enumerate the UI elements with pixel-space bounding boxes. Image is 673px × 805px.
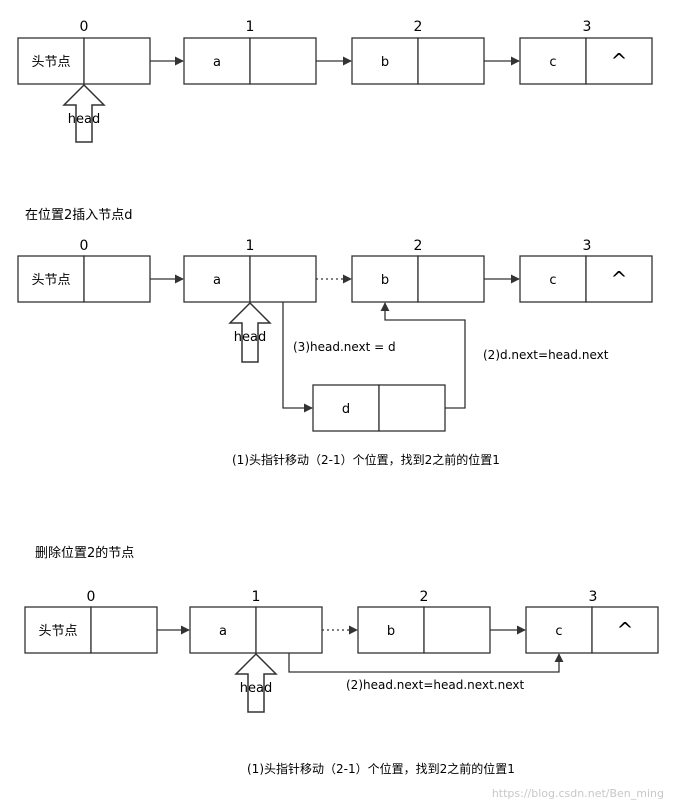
node-next-cell: [591, 606, 659, 654]
node-next-cell: [585, 37, 653, 85]
null-symbol: ^: [611, 49, 628, 73]
node-data-cell: [183, 37, 251, 85]
node-next-cell: [249, 37, 317, 85]
node-next-cell: [249, 255, 317, 303]
step-2-annotation: (2)d.next=head.next: [483, 348, 609, 362]
node-c: c ^: [519, 255, 653, 303]
head-pointer-arrow-icon: [234, 652, 278, 713]
section-title: 在位置2插入节点d: [25, 208, 133, 223]
link-a-to-d-arrow: [282, 302, 313, 413]
node-next-cell: [417, 255, 485, 303]
index-label-0: 0: [80, 19, 89, 35]
node-label: a: [213, 55, 221, 70]
node-label: b: [381, 55, 389, 70]
node-a: a: [189, 606, 323, 654]
node-label: a: [219, 624, 227, 639]
watermark: https://blog.csdn.net/Ben_ming: [492, 787, 664, 800]
node-next-cell: [378, 384, 446, 432]
index-label-2: 2: [420, 589, 429, 605]
node-a: a: [183, 37, 317, 85]
node-next-cell: [255, 606, 323, 654]
index-label-0: 0: [80, 238, 89, 254]
node-next-cell: [417, 37, 485, 85]
node-next-cell: [423, 606, 491, 654]
node-next-cell: [83, 255, 151, 303]
node-d: d: [312, 384, 446, 432]
step-1-annotation: (1)头指针移动（2-1）个位置，找到2之前的位置1: [247, 761, 515, 776]
node-label: 头节点: [31, 273, 70, 288]
index-label-3: 3: [583, 238, 592, 254]
node-data-cell: [189, 606, 257, 654]
node-c: c ^: [519, 37, 653, 85]
node-label: d: [342, 402, 350, 417]
node-head: 头节点: [24, 606, 158, 654]
node-label: b: [387, 624, 395, 639]
index-label-3: 3: [589, 589, 598, 605]
node-data-cell: [312, 384, 380, 432]
index-label-0: 0: [87, 589, 96, 605]
head-pointer-label: head: [240, 681, 272, 696]
node-label: a: [213, 273, 221, 288]
section-1-original-list: 0 1 2 3 头节点 a b c ^ head: [17, 19, 653, 143]
step-1-annotation: (1)头指针移动（2-1）个位置，找到2之前的位置1: [232, 452, 500, 467]
index-label-2: 2: [414, 238, 423, 254]
index-label-3: 3: [583, 19, 592, 35]
head-pointer-arrow-icon: [62, 83, 106, 143]
node-b: b: [351, 37, 485, 85]
node-head: 头节点: [17, 37, 151, 85]
node-label: b: [381, 273, 389, 288]
node-b: b: [357, 606, 491, 654]
node-label: 头节点: [31, 55, 70, 70]
index-label-2: 2: [414, 19, 423, 35]
node-data-cell: [183, 255, 251, 303]
node-data-cell: [17, 37, 85, 85]
index-label-1: 1: [246, 238, 255, 254]
node-head: 头节点: [17, 255, 151, 303]
node-label: c: [549, 55, 556, 70]
node-b: b: [351, 255, 485, 303]
section-2-insert: 在位置2插入节点d 0 1 2 3 头节点 a b c ^: [17, 208, 653, 467]
node-label: c: [555, 624, 562, 639]
node-a: a: [183, 255, 317, 303]
head-pointer-label: head: [234, 330, 266, 345]
step-3-annotation: (3)head.next = d: [293, 340, 396, 354]
link-a-to-c-arrow: [288, 653, 564, 673]
head-pointer-label: head: [68, 112, 100, 127]
section-title: 删除位置2的节点: [35, 545, 134, 561]
node-data-cell: [24, 606, 92, 654]
node-label: 头节点: [38, 624, 77, 639]
node-data-cell: [351, 37, 419, 85]
index-label-1: 1: [252, 589, 261, 605]
section-3-delete: 删除位置2的节点 0 1 2 3 头节点 a b c ^: [24, 545, 659, 776]
node-label: c: [549, 273, 556, 288]
index-label-1: 1: [246, 19, 255, 35]
head-pointer-arrow-icon: [228, 301, 272, 363]
node-next-cell: [90, 606, 158, 654]
node-next-cell: [83, 37, 151, 85]
null-symbol: ^: [611, 267, 628, 291]
step-2-annotation: (2)head.next=head.next.next: [346, 678, 524, 692]
null-symbol: ^: [617, 618, 634, 642]
node-c: c ^: [525, 606, 659, 654]
node-next-cell: [585, 255, 653, 303]
node-data-cell: [519, 255, 587, 303]
link-d-to-b-arrow: [380, 302, 466, 409]
